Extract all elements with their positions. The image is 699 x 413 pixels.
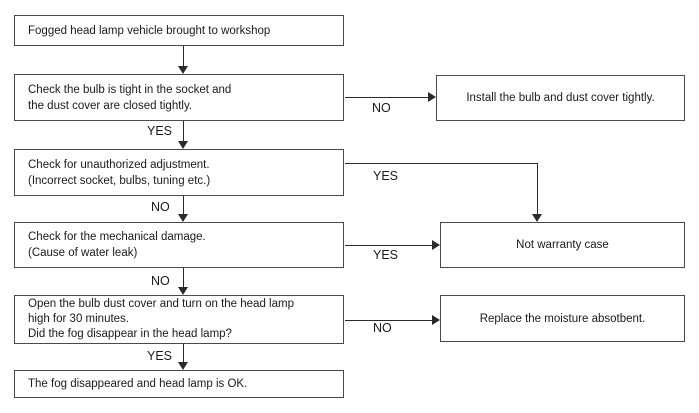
node-replace: Replace the moisture absotbent. — [440, 295, 685, 342]
node-install-text: Install the bulb and dust cover tightly. — [466, 92, 655, 104]
arrowhead-down-icon — [178, 287, 188, 295]
node-open-cover: Open the bulb dust cover and turn on the… — [14, 295, 344, 344]
connector-check-adjustment-to-not-warranty-vertical — [537, 163, 538, 216]
connector-check-damage-to-open-cover — [183, 268, 184, 289]
arrowhead-down-icon — [178, 214, 188, 222]
node-not-warranty: Not warranty case — [440, 222, 685, 268]
arrowhead-down-icon — [178, 362, 188, 370]
arrowhead-down-icon — [178, 141, 188, 149]
node-check-damage-line1: Check for the mechanical damage. — [28, 231, 206, 243]
label-check-damage-yes: YES — [373, 248, 399, 262]
connector-check-adjustment-to-check-damage — [183, 196, 184, 216]
arrowhead-down-icon — [532, 214, 542, 222]
node-check-damage-line2: (Cause of water leak) — [28, 247, 138, 259]
node-check-bulb-line1: Check the bulb is tight in the socket an… — [28, 83, 232, 96]
node-check-adjustment-line2: (Incorrect socket, bulbs, tuning etc.) — [28, 174, 211, 187]
node-check-bulb: Check the bulb is tight in the socket an… — [14, 74, 344, 121]
node-open-cover-line1: Open the bulb dust cover and turn on the… — [28, 298, 294, 310]
label-check-adjustment-no: NO — [151, 200, 170, 214]
connector-start-to-check-bulb — [183, 46, 184, 68]
node-check-adjustment: Check for unauthorized adjustment. (Inco… — [14, 149, 344, 196]
node-not-warranty-text: Not warranty case — [516, 239, 609, 251]
node-check-adjustment-line1: Check for unauthorized adjustment. — [28, 158, 210, 171]
node-open-cover-line2: high for 30 minutes. — [28, 313, 130, 325]
node-start-text: Fogged head lamp vehicle brought to work… — [28, 24, 271, 37]
connector-check-bulb-to-check-adjustment — [183, 121, 184, 143]
label-open-cover-no: NO — [373, 321, 392, 335]
arrowhead-right-icon — [428, 92, 436, 102]
node-ok-text: The fog disappeared and head lamp is OK. — [28, 378, 248, 390]
node-ok: The fog disappeared and head lamp is OK. — [14, 370, 344, 398]
connector-open-cover-to-replace — [345, 320, 433, 321]
connector-check-bulb-to-install — [345, 97, 429, 98]
arrowhead-down-icon — [178, 66, 188, 74]
node-start: Fogged head lamp vehicle brought to work… — [14, 15, 344, 46]
label-check-damage-no: NO — [151, 274, 170, 288]
connector-check-adjustment-to-not-warranty-horizontal — [345, 163, 538, 164]
node-install: Install the bulb and dust cover tightly. — [436, 75, 685, 121]
node-check-damage: Check for the mechanical damage. (Cause … — [14, 222, 344, 268]
arrowhead-right-icon — [432, 315, 440, 325]
node-open-cover-line3: Did the fog disappear in the head lamp? — [28, 328, 232, 340]
label-check-adjustment-yes: YES — [373, 169, 399, 183]
connector-open-cover-to-ok — [183, 344, 184, 364]
node-check-bulb-line2: the dust cover are closed tightly. — [28, 99, 193, 112]
label-check-bulb-no: NO — [372, 101, 391, 115]
label-open-cover-yes: YES — [147, 349, 173, 363]
connector-check-damage-to-not-warranty — [345, 245, 433, 246]
arrowhead-right-icon — [432, 240, 440, 250]
node-replace-text: Replace the moisture absotbent. — [479, 312, 646, 325]
label-check-bulb-yes: YES — [147, 124, 173, 138]
